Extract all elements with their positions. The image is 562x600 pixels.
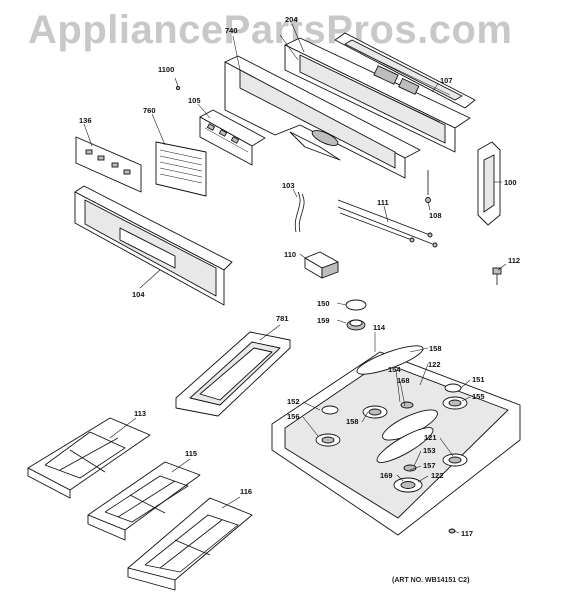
part-116-grate xyxy=(127,497,253,591)
part-136-overlay xyxy=(75,136,142,193)
callout-169: 169 xyxy=(380,471,393,480)
part-110-switch xyxy=(304,251,339,279)
callout-136: 136 xyxy=(79,116,92,125)
callout-159: 159 xyxy=(317,316,330,325)
callout-158-top: 158 xyxy=(429,344,442,353)
part-781-griddle xyxy=(175,331,291,417)
callout-110: 110 xyxy=(284,250,296,259)
callout-157: 157 xyxy=(423,461,436,470)
callout-122-bottom: 122 xyxy=(431,471,444,480)
part-111-wiring xyxy=(337,199,438,248)
callout-113: 113 xyxy=(134,409,146,418)
callout-155: 155 xyxy=(472,392,485,401)
callout-151: 151 xyxy=(472,375,485,384)
callout-158-mid: 158 xyxy=(346,417,359,426)
part-760-glass xyxy=(155,141,207,197)
callout-112: 112 xyxy=(508,256,520,265)
callout-150: 150 xyxy=(317,299,330,308)
part-100-side-trim xyxy=(477,141,501,226)
callout-156: 156 xyxy=(287,412,300,421)
callout-1100: 1100 xyxy=(158,65,174,74)
callout-152: 152 xyxy=(287,397,300,406)
callout-204: 204 xyxy=(285,15,298,24)
part-115-grate xyxy=(87,461,201,541)
callout-153: 153 xyxy=(423,446,436,455)
callout-781: 781 xyxy=(276,314,289,323)
part-204-vent-trim xyxy=(334,32,476,109)
part-150-159-burner-cap xyxy=(345,299,367,331)
part-103-harness xyxy=(294,191,305,233)
part-cooktop xyxy=(271,345,521,536)
callout-154: 154 xyxy=(388,365,401,374)
callout-115: 115 xyxy=(185,449,197,458)
part-113-grate xyxy=(27,417,151,499)
part-104-control-trim xyxy=(74,185,233,306)
part-740-backsplash-frame xyxy=(224,55,421,179)
callout-111: 111 xyxy=(377,198,389,207)
site-watermark: AppliancePartsPros.com xyxy=(28,8,513,52)
callout-100: 100 xyxy=(504,178,517,187)
leader-lines xyxy=(83,23,507,534)
callout-740: 740 xyxy=(225,26,238,35)
callout-107: 107 xyxy=(440,76,453,85)
callout-108: 108 xyxy=(429,211,442,220)
part-117-screw xyxy=(448,528,456,534)
callout-105: 105 xyxy=(188,96,201,105)
callout-122-top: 122 xyxy=(428,360,441,369)
callout-760: 760 xyxy=(143,106,156,115)
part-105-control-board xyxy=(199,109,266,166)
callout-121: 121 xyxy=(424,433,437,442)
callout-116: 116 xyxy=(240,487,252,496)
callout-168: 168 xyxy=(397,376,410,385)
art-number: (ART NO. WB14151 C2) xyxy=(392,577,470,584)
part-107-rear-panel xyxy=(284,37,471,153)
part-108-clip xyxy=(425,170,431,203)
callout-labels: 204 740 1100 107 105 760 136 103 111 108… xyxy=(79,15,520,538)
callout-103: 103 xyxy=(282,181,295,190)
part-112-igniter xyxy=(492,267,502,285)
callout-114: 114 xyxy=(373,323,386,332)
callout-104: 104 xyxy=(132,290,145,299)
part-1100-screw xyxy=(175,85,181,91)
callout-117: 117 xyxy=(461,529,473,538)
